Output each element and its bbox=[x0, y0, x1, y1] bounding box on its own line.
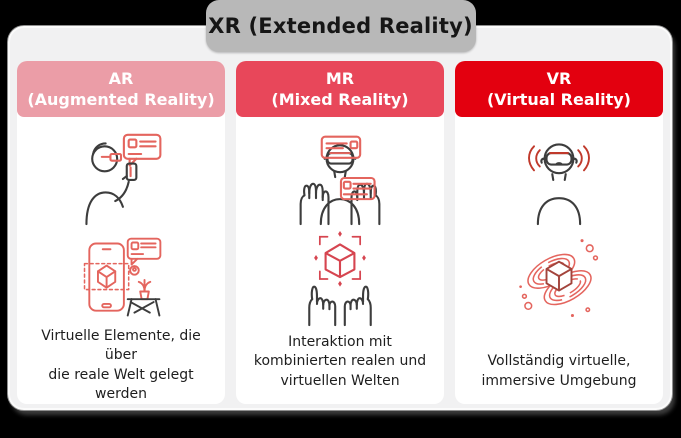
mr-header: MR (Mixed Reality) bbox=[236, 61, 444, 117]
vr-name: (Virtual Reality) bbox=[486, 90, 631, 109]
mr-description: Interaktion mit kombinierten realen und … bbox=[253, 334, 427, 389]
xr-title: XR (Extended Reality) bbox=[208, 14, 473, 38]
xr-title-box: XR (Extended Reality) bbox=[205, 0, 476, 52]
ar-abbr: AR bbox=[108, 68, 134, 88]
vr-description: Vollständig virtuelle, immersive Umgebun… bbox=[481, 353, 637, 389]
mr-headset-person-icon bbox=[292, 130, 388, 226]
ar-description: Virtuelle Elemente, die über die reale W… bbox=[41, 328, 201, 402]
ar-content: Virtuelle Elemente, die über die reale W… bbox=[17, 117, 225, 417]
vr-space-cube-icon bbox=[511, 231, 607, 327]
vr-content: Vollständig virtuelle, immersive Umgebun… bbox=[455, 117, 663, 404]
ar-header: AR (Augmented Reality) bbox=[17, 61, 225, 117]
ar-glasses-person-icon bbox=[73, 130, 169, 226]
mr-abbr: MR bbox=[325, 68, 355, 88]
vr-header: VR (Virtual Reality) bbox=[455, 61, 663, 117]
vr-headset-person-icon bbox=[511, 130, 607, 226]
mr-content: Interaktion mit kombinierten realen und … bbox=[236, 117, 444, 404]
vr-abbr: VR bbox=[546, 68, 572, 88]
columns-row: AR (Augmented Reality) bbox=[10, 28, 670, 404]
mr-hands-cube-icon bbox=[292, 231, 388, 327]
outer-panel: AR (Augmented Reality) bbox=[8, 26, 672, 410]
ar-column: AR (Augmented Reality) bbox=[17, 61, 225, 404]
ar-smartphone-cube-icon bbox=[73, 231, 169, 327]
mr-name: (Mixed Reality) bbox=[271, 90, 409, 109]
ar-name: (Augmented Reality) bbox=[27, 90, 215, 109]
mr-column: MR (Mixed Reality) bbox=[236, 61, 444, 404]
vr-column: VR (Virtual Reality) bbox=[455, 61, 663, 404]
